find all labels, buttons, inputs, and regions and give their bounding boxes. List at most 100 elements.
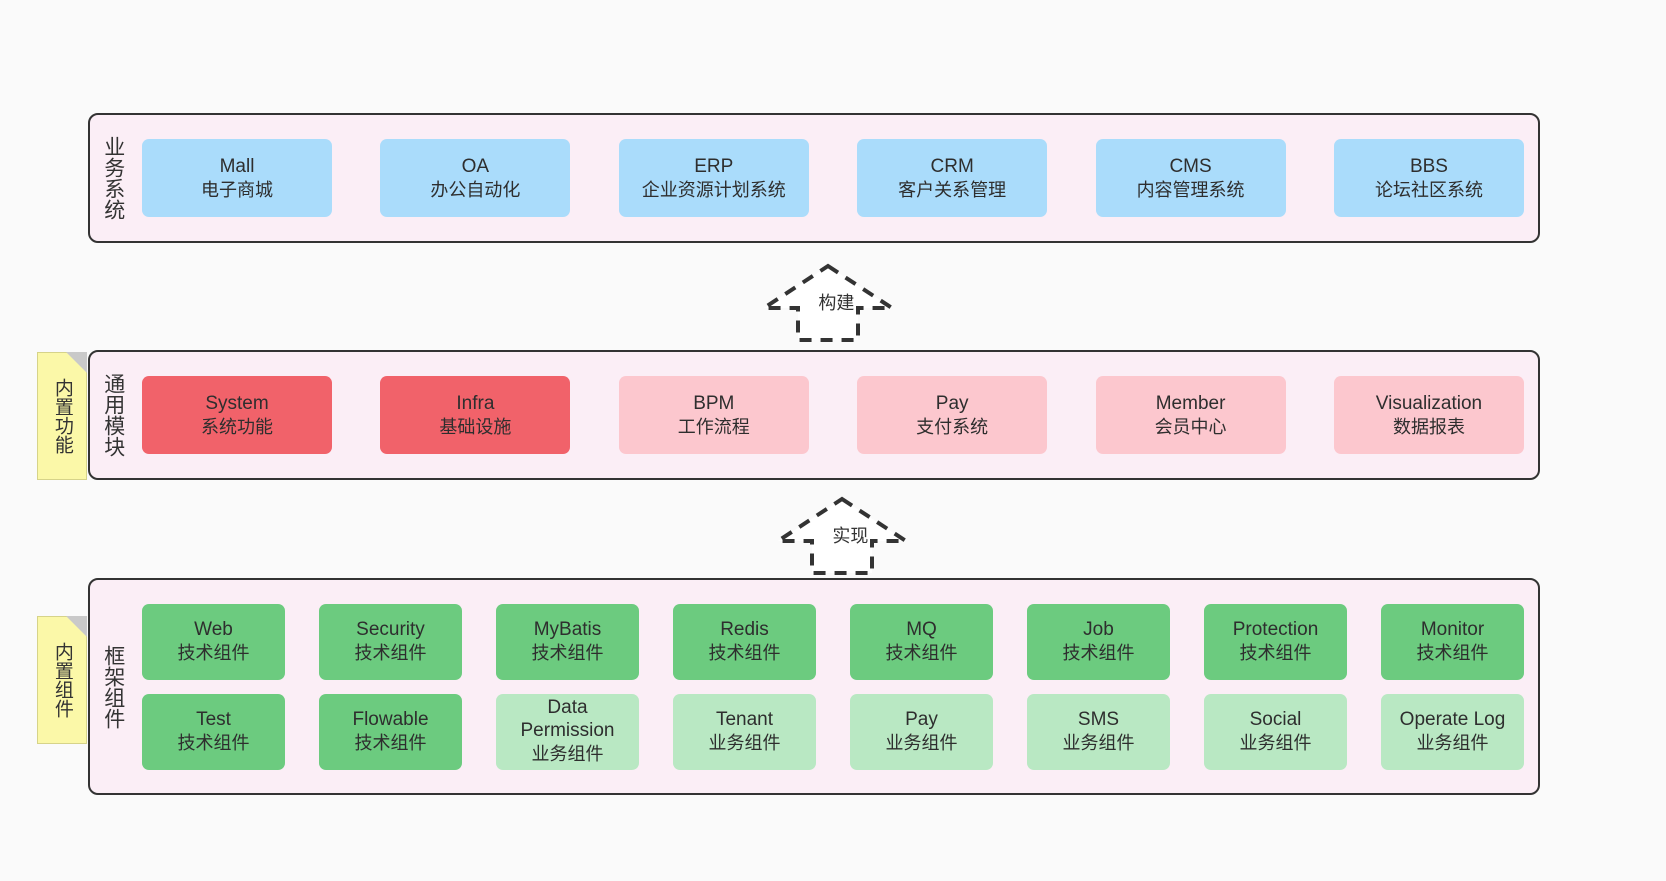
box-pay-component[interactable]: Pay 业务组件 bbox=[850, 693, 993, 770]
box-monitor-en: Monitor bbox=[1420, 619, 1485, 641]
box-visualization[interactable]: Visualization 数据报表 bbox=[1333, 376, 1524, 454]
box-mq-en: MQ bbox=[906, 619, 937, 641]
box-member-en: Member bbox=[1155, 392, 1226, 414]
box-oa[interactable]: OA 办公自动化 bbox=[380, 139, 571, 217]
box-monitor[interactable]: Monitor 技术组件 bbox=[1381, 603, 1524, 680]
box-infra-en: Infra bbox=[456, 392, 495, 414]
box-pay-component-cn: 业务组件 bbox=[885, 733, 958, 754]
layer-framework-component: 框架组件 Web 技术组件 Security 技术组件 MyBatis 技术组件… bbox=[88, 578, 1540, 795]
box-crm-en: CRM bbox=[930, 155, 974, 177]
box-web[interactable]: Web 技术组件 bbox=[142, 603, 285, 680]
box-mybatis-cn: 技术组件 bbox=[531, 643, 604, 664]
box-tenant-en: Tenant bbox=[715, 709, 774, 731]
box-test-cn: 技术组件 bbox=[177, 733, 250, 754]
box-mybatis[interactable]: MyBatis 技术组件 bbox=[496, 603, 639, 680]
box-operate-log-cn: 业务组件 bbox=[1416, 733, 1489, 754]
box-monitor-cn: 技术组件 bbox=[1416, 643, 1489, 664]
box-system-cn: 系统功能 bbox=[201, 416, 273, 437]
box-bbs-en: BBS bbox=[1409, 155, 1448, 177]
layer-framework-component-title: 框架组件 bbox=[101, 644, 125, 729]
box-bpm-en: BPM bbox=[693, 392, 735, 414]
box-protection-cn: 技术组件 bbox=[1239, 643, 1312, 664]
box-system-en: System bbox=[205, 392, 269, 414]
box-cms-en: CMS bbox=[1169, 155, 1212, 177]
box-crm[interactable]: CRM 客户关系管理 bbox=[857, 139, 1048, 217]
box-bpm-cn: 工作流程 bbox=[677, 416, 750, 437]
box-mybatis-en: MyBatis bbox=[533, 619, 602, 641]
layer-common-module-title: 通用模块 bbox=[101, 373, 125, 457]
box-job-en: Job bbox=[1083, 619, 1114, 641]
box-social-cn: 业务组件 bbox=[1239, 733, 1312, 754]
box-cms[interactable]: CMS 内容管理系统 bbox=[1095, 139, 1286, 217]
box-test-en: Test bbox=[196, 709, 231, 731]
arrow-realize: 实现 bbox=[771, 495, 913, 577]
box-erp-en: ERP bbox=[694, 155, 734, 177]
box-security[interactable]: Security 技术组件 bbox=[319, 603, 462, 680]
arrow-build-shape bbox=[757, 263, 899, 342]
framework-biz-row: Test 技术组件 Flowable 技术组件 Data Permission … bbox=[142, 693, 1524, 770]
box-system[interactable]: System 系统功能 bbox=[142, 376, 332, 454]
box-member[interactable]: Member 会员中心 bbox=[1095, 376, 1286, 454]
box-infra-cn: 基础设施 bbox=[439, 416, 512, 437]
layer-common-module: 通用模块 System 系统功能 Infra 基础设施 BPM 工作流程 Pay bbox=[88, 350, 1540, 480]
layer-framework-component-body: Web 技术组件 Security 技术组件 MyBatis 技术组件 Redi… bbox=[136, 580, 1538, 793]
box-tenant[interactable]: Tenant 业务组件 bbox=[673, 693, 816, 770]
box-web-en: Web bbox=[194, 619, 233, 641]
layer-business-system-title: 业务系统 bbox=[101, 136, 125, 220]
box-redis-cn: 技术组件 bbox=[708, 643, 781, 664]
box-mq[interactable]: MQ 技术组件 bbox=[850, 603, 993, 680]
box-cms-cn: 内容管理系统 bbox=[1136, 179, 1245, 200]
box-operate-log-en: Operate Log bbox=[1399, 709, 1506, 731]
layer-business-system-body: Mall 电子商城 OA 办公自动化 ERP 企业资源计划系统 CRM 客户关系… bbox=[136, 115, 1538, 241]
arrow-realize-shape bbox=[771, 496, 913, 575]
box-oa-cn: 办公自动化 bbox=[430, 179, 521, 200]
arrow-build-label: 构建 bbox=[818, 293, 855, 313]
box-operate-log[interactable]: Operate Log 业务组件 bbox=[1381, 693, 1524, 770]
box-sms-cn: 业务组件 bbox=[1062, 733, 1135, 754]
box-protection[interactable]: Protection 技术组件 bbox=[1204, 603, 1347, 680]
box-mall-en: Mall bbox=[219, 155, 255, 177]
common-module-row: System 系统功能 Infra 基础设施 BPM 工作流程 Pay 支付系统… bbox=[142, 376, 1524, 454]
box-data-permission[interactable]: Data Permission 业务组件 bbox=[496, 693, 639, 770]
box-bbs[interactable]: BBS 论坛社区系统 bbox=[1333, 139, 1524, 217]
box-flowable[interactable]: Flowable 技术组件 bbox=[319, 693, 462, 770]
box-flowable-en: Flowable bbox=[352, 709, 429, 731]
box-mall[interactable]: Mall 电子商城 bbox=[142, 139, 332, 217]
box-crm-cn: 客户关系管理 bbox=[898, 179, 1007, 200]
box-data-permission-en: Data Permission bbox=[520, 697, 615, 742]
box-social[interactable]: Social 业务组件 bbox=[1204, 693, 1347, 770]
box-visualization-cn: 数据报表 bbox=[1392, 416, 1465, 437]
box-bpm[interactable]: BPM 工作流程 bbox=[618, 376, 809, 454]
box-job-cn: 技术组件 bbox=[1062, 643, 1135, 664]
box-redis-en: Redis bbox=[720, 619, 769, 641]
arrow-realize-label: 实现 bbox=[832, 526, 869, 546]
box-infra[interactable]: Infra 基础设施 bbox=[380, 376, 571, 454]
box-protection-en: Protection bbox=[1232, 619, 1319, 641]
note-builtin-component: 内置组件 bbox=[37, 616, 87, 744]
box-redis[interactable]: Redis 技术组件 bbox=[673, 603, 816, 680]
framework-tech-row: Web 技术组件 Security 技术组件 MyBatis 技术组件 Redi… bbox=[142, 603, 1524, 680]
box-data-permission-cn: 业务组件 bbox=[531, 743, 604, 764]
box-bbs-cn: 论坛社区系统 bbox=[1374, 179, 1483, 200]
box-sms-en: SMS bbox=[1077, 709, 1120, 731]
business-system-row: Mall 电子商城 OA 办公自动化 ERP 企业资源计划系统 CRM 客户关系… bbox=[142, 139, 1524, 217]
box-member-cn: 会员中心 bbox=[1154, 416, 1227, 437]
box-security-cn: 技术组件 bbox=[354, 643, 427, 664]
layer-common-module-body: System 系统功能 Infra 基础设施 BPM 工作流程 Pay 支付系统… bbox=[136, 352, 1538, 478]
box-flowable-cn: 技术组件 bbox=[354, 733, 427, 754]
box-pay-module-cn: 支付系统 bbox=[916, 416, 989, 437]
box-oa-en: OA bbox=[461, 155, 490, 177]
box-erp-cn: 企业资源计划系统 bbox=[641, 179, 786, 200]
box-security-en: Security bbox=[356, 619, 425, 641]
layer-business-system: 业务系统 Mall 电子商城 OA 办公自动化 ERP 企业资源计划系统 CRM bbox=[88, 113, 1540, 243]
box-sms[interactable]: SMS 业务组件 bbox=[1027, 693, 1170, 770]
box-erp[interactable]: ERP 企业资源计划系统 bbox=[618, 139, 809, 217]
box-pay-module-en: Pay bbox=[935, 392, 969, 414]
box-test[interactable]: Test 技术组件 bbox=[142, 693, 285, 770]
box-pay-module[interactable]: Pay 支付系统 bbox=[857, 376, 1048, 454]
box-job[interactable]: Job 技术组件 bbox=[1027, 603, 1170, 680]
box-web-cn: 技术组件 bbox=[177, 643, 250, 664]
arrow-build: 构建 bbox=[757, 262, 899, 344]
box-visualization-en: Visualization bbox=[1375, 392, 1483, 414]
